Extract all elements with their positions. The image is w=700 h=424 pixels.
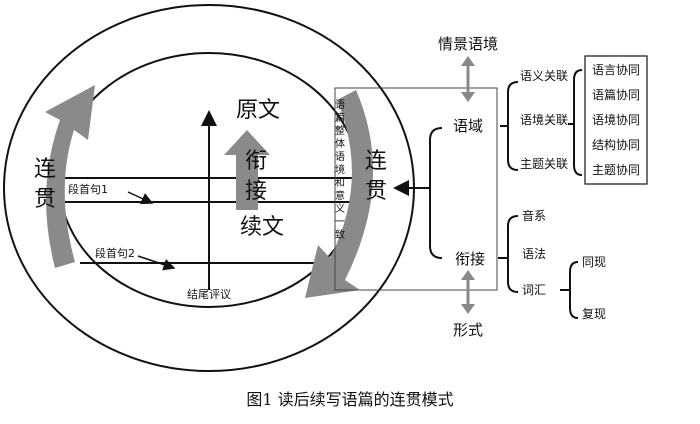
domain-bracket [500, 81, 519, 171]
synergy-2: 语篇协同 [592, 87, 640, 102]
outer-left-label-2: 贯 [34, 187, 56, 212]
svg-text:和: 和 [335, 177, 345, 189]
svg-text:语: 语 [335, 151, 345, 163]
svg-text:体: 体 [335, 138, 345, 150]
main-bracket [429, 127, 443, 259]
original-text-label: 原文 [236, 98, 280, 123]
context-label: 情景语境 [438, 35, 498, 53]
svg-text:语: 语 [335, 99, 345, 111]
cohesion-child-2: 语法 [522, 247, 546, 261]
cohesion-branch-label: 衔接 [455, 250, 485, 268]
cohesion-arrow [224, 130, 270, 168]
domain-child-1: 语义关联 [520, 69, 568, 83]
para1-arrow [127, 191, 154, 205]
domain-child-3: 主题关联 [520, 157, 568, 171]
svg-text:致: 致 [335, 228, 345, 241]
synergy-box [584, 55, 648, 185]
svg-text:整: 整 [335, 124, 345, 137]
lexis-child-1: 同现 [582, 255, 606, 269]
svg-text:意: 意 [335, 189, 345, 202]
svg-text:境: 境 [335, 163, 345, 176]
domain-child-2: 语境关联 [520, 112, 568, 127]
outer-right-label-2: 贯 [365, 179, 387, 204]
cohesion-bracket [498, 215, 519, 293]
cohesion-label-1: 衔 [245, 149, 267, 174]
figure-caption: 图1 读后续写语篇的连贯模式 [246, 390, 453, 409]
synergy-1: 语言协同 [592, 62, 640, 77]
cohesion-label-2: 接 [245, 179, 267, 204]
synergy-4: 结构协同 [592, 137, 640, 152]
para2-arrow [137, 255, 176, 271]
vertical-note: 语 篇 整 体 语 境 和 意 义 一 致 [335, 99, 345, 241]
context-frame [334, 87, 498, 291]
form-label: 形式 [453, 321, 483, 339]
cohesion-child-1: 音系 [522, 208, 546, 223]
lexis-bracket [560, 261, 579, 319]
para-first-sentence-2: 段首句2 [95, 246, 135, 260]
lexis-child-2: 复现 [582, 307, 606, 321]
synergy-5: 主题协同 [592, 162, 640, 177]
continuation-text-label: 续文 [240, 215, 284, 240]
outer-right-label-1: 连 [365, 149, 387, 174]
svg-text:一: 一 [335, 217, 345, 228]
left-coherence-arrow [45, 85, 95, 268]
synergy-3: 语境协同 [592, 112, 640, 127]
ending-comment-label: 结尾评议 [187, 288, 231, 301]
cohesion-child-3: 词汇 [522, 283, 546, 297]
synergy-bracket [568, 69, 583, 176]
domain-label: 语域 [453, 117, 483, 135]
outer-left-label-1: 连 [34, 157, 56, 182]
cohesion-arrow-shaft [236, 150, 258, 210]
svg-text:篇: 篇 [335, 111, 345, 124]
para-first-sentence-1: 段首句1 [68, 182, 108, 196]
right-coherence-arrow [305, 90, 374, 298]
svg-text:义: 义 [335, 203, 345, 215]
